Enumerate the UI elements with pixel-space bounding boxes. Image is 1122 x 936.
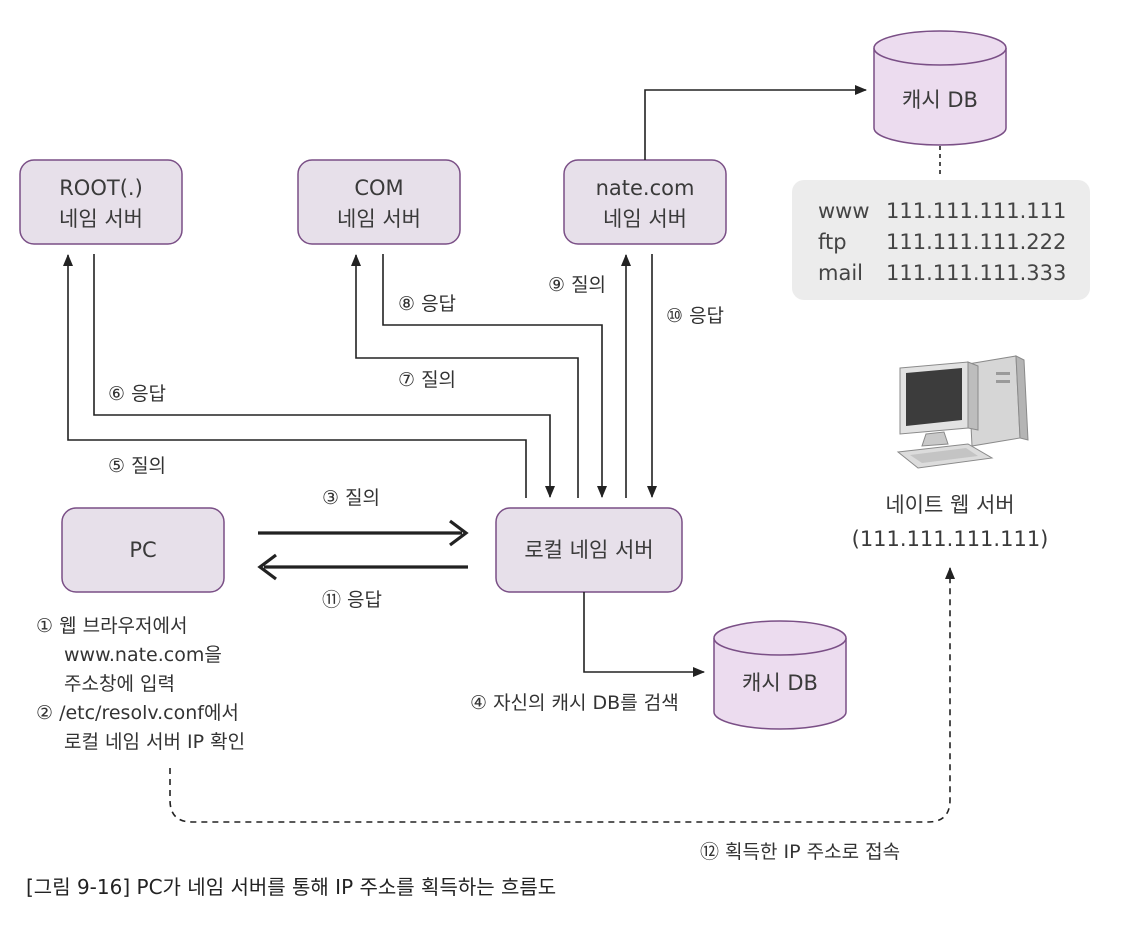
step-5-label: ⑤ 질의 <box>108 455 166 477</box>
step-3-label: ③ 질의 <box>322 487 380 509</box>
pc-label: PC <box>129 538 156 562</box>
step-10-label: ⑩ 응답 <box>666 305 724 327</box>
computer-icon <box>896 355 1029 469</box>
figure-caption: [그림 9-16] PC가 네임 서버를 통해 IP 주소를 획득하는 흐름도 <box>26 875 556 899</box>
com-server-type: 네임 서버 <box>337 207 421 231</box>
root-server-type: 네임 서버 <box>59 207 143 231</box>
record-ip: 111.111.111.111 <box>886 199 1066 223</box>
step-8-label: ⑧ 응답 <box>398 293 456 315</box>
step-9-label: ⑨ 질의 <box>548 274 606 296</box>
record-name: www <box>818 199 870 223</box>
com-server-name: COM <box>354 176 403 200</box>
local-response-arrowhead <box>257 553 277 581</box>
step-11-label: ⑪ 응답 <box>322 589 382 611</box>
response-from-com-arrow <box>382 254 607 498</box>
nate-server-type: 네임 서버 <box>603 207 687 231</box>
dns-record-box: www 111.111.111.111 ftp 111.111.111.222 … <box>792 180 1090 300</box>
step-1-line2: www.nate.com을 <box>64 644 222 666</box>
web-server-name: 네이트 웹 서버 <box>885 493 1014 517</box>
record-name: ftp <box>818 230 847 254</box>
pc-box: PC <box>61 507 225 593</box>
record-ip: 111.111.111.222 <box>886 230 1066 254</box>
cache-db-top-cylinder: 캐시 DB <box>873 30 1007 146</box>
step-2-line2: 로컬 네임 서버 IP 확인 <box>64 731 245 753</box>
step-1-line3: 주소창에 입력 <box>64 673 175 695</box>
step-7-label: ⑦ 질의 <box>398 369 456 391</box>
step-2-line1: ② /etc/resolv.conf에서 <box>36 702 239 724</box>
step-4-label: ④ 자신의 캐시 DB를 검색 <box>470 692 679 714</box>
step-6-label: ⑥ 응답 <box>108 383 166 405</box>
root-server-name: ROOT(.) <box>59 176 143 200</box>
query-to-root-arrow <box>63 254 527 498</box>
query-to-com-arrow <box>351 254 579 498</box>
step-12-label: ⑫ 획득한 IP 주소로 접속 <box>700 841 900 863</box>
step-1-line1: ① 웹 브라우저에서 <box>36 615 187 637</box>
nate-name-server: nate.com 네임 서버 <box>563 159 727 245</box>
nate-to-cache-arrow <box>644 85 867 160</box>
response-from-root-arrow <box>93 254 555 498</box>
com-name-server: COM 네임 서버 <box>297 159 461 245</box>
connect-web-server-arrow <box>169 567 955 823</box>
local-name-server: 로컬 네임 서버 <box>495 507 683 593</box>
pc-query-arrowhead <box>449 519 469 547</box>
web-server-ip: (111.111.111.111) <box>852 527 1049 551</box>
cache-db-top-label: 캐시 DB <box>902 88 978 112</box>
cache-db-local-cylinder: 캐시 DB <box>713 620 847 730</box>
record-name: mail <box>818 261 863 285</box>
local-server-label: 로컬 네임 서버 <box>524 538 653 562</box>
cache-db-local-label: 캐시 DB <box>742 671 818 695</box>
nate-server-name: nate.com <box>596 176 695 200</box>
search-cache-arrow <box>583 592 705 677</box>
root-name-server: ROOT(.) 네임 서버 <box>19 159 183 245</box>
record-ip: 111.111.111.333 <box>886 261 1066 285</box>
